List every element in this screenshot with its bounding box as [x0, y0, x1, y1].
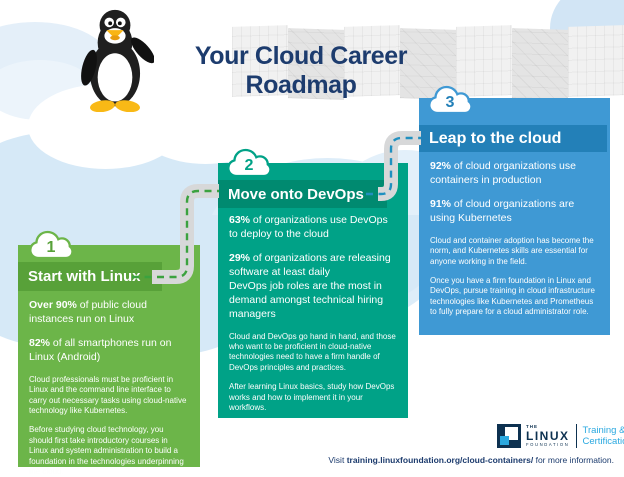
step1-paragraph: Cloud professionals must be proficient i… [29, 374, 187, 415]
step1-number-badge: 1 [29, 230, 74, 260]
step1-stat: Over 90% of public cloud instances run o… [29, 299, 147, 325]
step3-stat: 91% of cloud organizations are using Kub… [430, 197, 575, 224]
footer-note: Visit training.linuxfoundation.org/cloud… [328, 455, 614, 465]
page-title: Your Cloud Career Roadmap [194, 42, 408, 99]
svg-text:3: 3 [446, 93, 455, 111]
step3-paragraph: Cloud and container adoption has become … [430, 235, 594, 266]
step3-paragraph: Once you have a firm foundation in Linux… [430, 275, 595, 317]
step2-stat: DevOps job roles are the most in demand … [229, 279, 384, 320]
svg-text:2: 2 [245, 156, 254, 174]
tux-mascot-icon [81, 9, 154, 112]
step3-stat: 92% of cloud organizations use container… [430, 160, 576, 186]
step2-number-badge: 2 [227, 148, 272, 178]
step3-heading: Leap to the cloud [419, 125, 607, 152]
step3-number-badge: 3 [428, 85, 473, 115]
step2-heading: Move onto DevOps [218, 180, 387, 208]
step2-stat: 29% of organizations are releasing softw… [229, 251, 391, 278]
training-certification-label: Training & Certification [582, 424, 624, 447]
step3-box-leap-to-the-cloud: Leap to the cloud 92% of cloud organizat… [419, 98, 610, 335]
step1-heading: Start with Linux [18, 262, 162, 291]
step1-paragraph: Before studying cloud technology, you sh… [29, 425, 184, 476]
logo-divider [575, 424, 577, 448]
linux-foundation-mark-icon [497, 424, 521, 448]
svg-text:1: 1 [47, 238, 56, 256]
step2-paragraph: Cloud and DevOps go hand in hand, and th… [229, 331, 396, 372]
step2-paragraph: After learning Linux basics, study how D… [229, 382, 395, 413]
step1-stat: 82% of all smartphones run on Linux (And… [29, 336, 172, 363]
step2-box-move-onto-devops: Move onto DevOps 63% of organizations us… [218, 163, 408, 418]
step1-box-start-with-linux: Start with Linux Over 90% of public clou… [18, 245, 200, 476]
linux-foundation-logo: THE LINUX FOUNDATION Training & Certific… [497, 419, 624, 453]
step2-stat: 63% of organizations use DevOps to deplo… [229, 214, 388, 240]
linux-foundation-wordmark: THE LINUX FOUNDATION [526, 424, 570, 447]
footer-url: training.linuxfoundation.org/cloud-conta… [346, 455, 534, 465]
